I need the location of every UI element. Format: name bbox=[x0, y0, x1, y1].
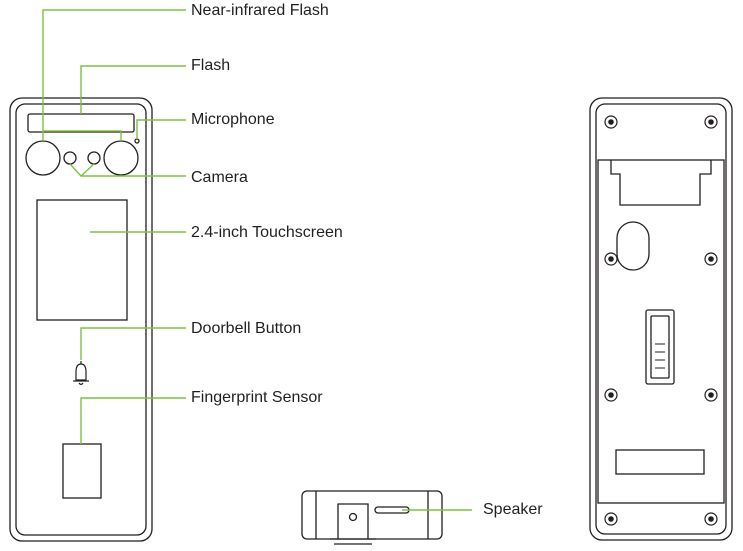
screw-icon bbox=[604, 512, 618, 526]
touchscreen bbox=[36, 199, 128, 321]
label-doorbell-button: Doorbell Button bbox=[191, 320, 302, 337]
front-leader-lines bbox=[42, 9, 186, 444]
back-view bbox=[589, 97, 733, 541]
bell-icon bbox=[73, 361, 89, 386]
back-body-inner bbox=[595, 103, 727, 535]
bottom-cutout bbox=[615, 449, 705, 475]
screw-icon bbox=[704, 252, 718, 266]
screw-icon bbox=[704, 512, 718, 526]
label-speaker: Speaker bbox=[483, 501, 543, 518]
oval-hole bbox=[616, 221, 650, 271]
back-screws bbox=[604, 115, 718, 526]
label-camera: Camera bbox=[191, 169, 248, 186]
fingerprint-sensor bbox=[62, 443, 102, 499]
connector-slot-outer bbox=[645, 309, 675, 385]
bottom-bracket-hole bbox=[348, 512, 358, 522]
screw-icon bbox=[704, 388, 718, 402]
bottom-bracket-tab bbox=[337, 503, 369, 539]
screw-icon bbox=[604, 388, 618, 402]
label-fingerprint-sensor: Fingerprint Sensor bbox=[191, 389, 323, 406]
bottom-body-outer bbox=[301, 490, 443, 540]
front-view bbox=[9, 97, 153, 542]
label-microphone: Microphone bbox=[191, 111, 275, 128]
bottom-view bbox=[301, 490, 443, 545]
label-flash: Flash bbox=[191, 57, 231, 74]
screw-icon bbox=[704, 115, 718, 129]
label-near-infrared-flash: Near-infrared Flash bbox=[191, 2, 329, 19]
back-body-outer bbox=[589, 97, 733, 541]
connector-slot-inner bbox=[650, 315, 670, 379]
screw-icon bbox=[604, 115, 618, 129]
label-touchscreen: 2.4-inch Touchscreen bbox=[191, 224, 343, 241]
bracket-notch bbox=[610, 160, 712, 206]
mounting-plate bbox=[597, 159, 725, 504]
screw-icon bbox=[604, 252, 618, 266]
